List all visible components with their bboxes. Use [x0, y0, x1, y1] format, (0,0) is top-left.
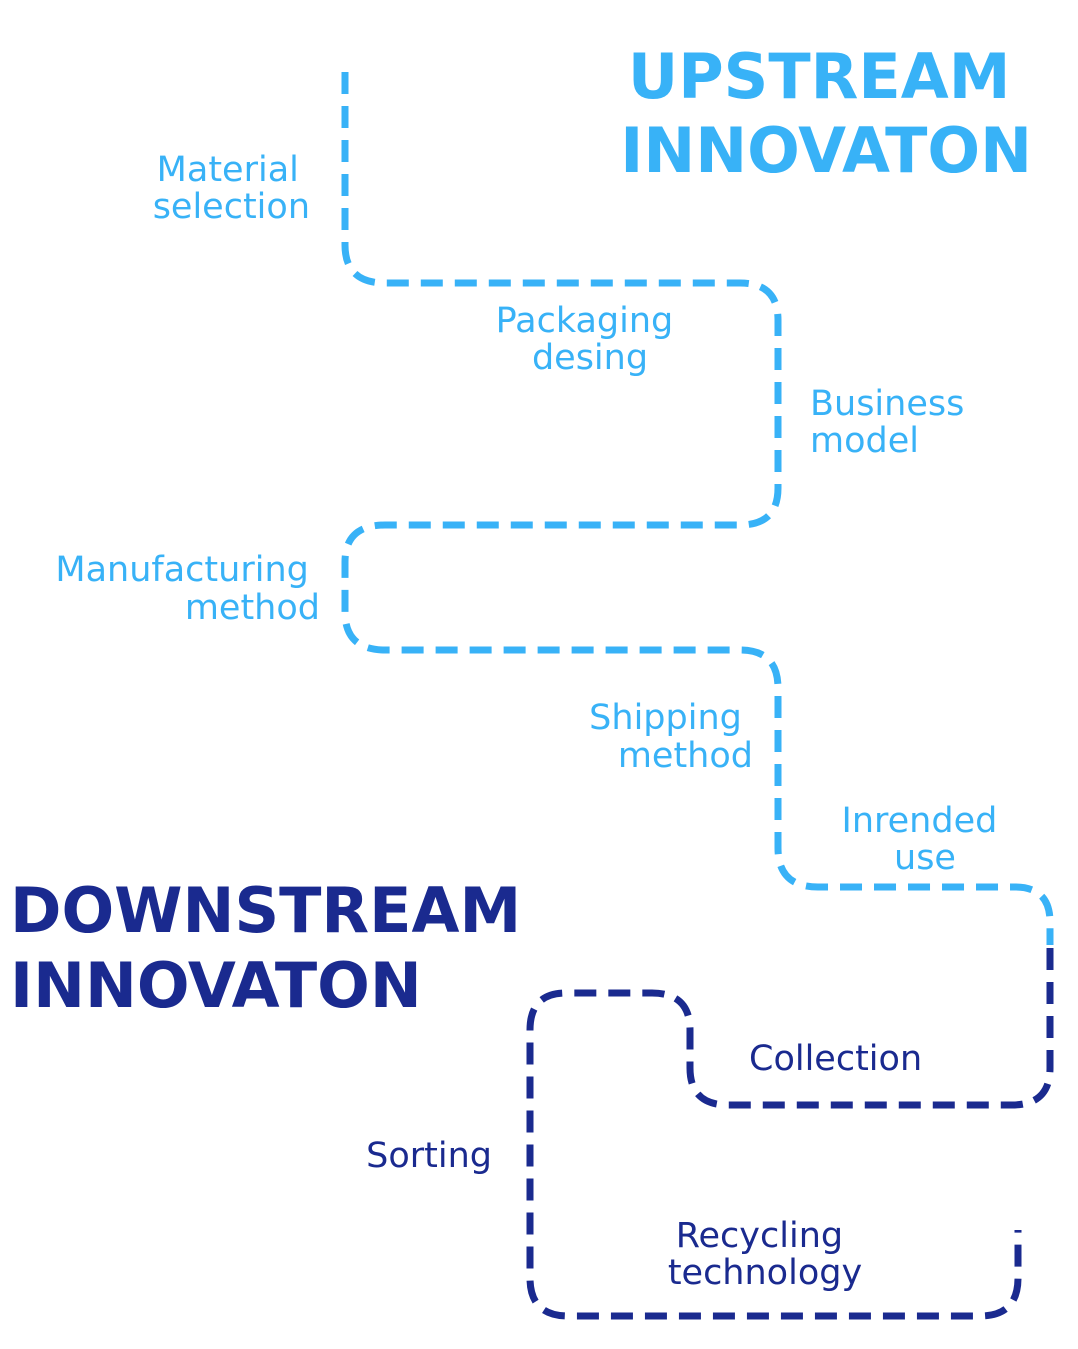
- stage-label-intended-use: Inrended use: [842, 801, 1009, 878]
- stage-label-packaging-design: Packaging desing: [496, 301, 685, 378]
- stage-label-manufacturing-method: Manufacturing method: [55, 550, 320, 628]
- upstream-flow-path: [341, 72, 1054, 945]
- stage-label-recycling-technology: Recycling technology: [668, 1216, 862, 1293]
- upstream-heading: UPSTREAM INNOVATON: [620, 40, 1032, 187]
- stage-label-material-selection: Material selection: [153, 150, 310, 227]
- stage-label-shipping-method: Shipping method: [589, 698, 753, 776]
- stage-label-business-model: Business model: [810, 384, 975, 461]
- downstream-heading: DOWNSTREAM INNOVATON: [10, 874, 543, 1022]
- stage-label-collection: Collection: [749, 1039, 922, 1079]
- stage-label-sorting: Sorting: [366, 1136, 492, 1176]
- downstream-flow-path: [526, 948, 1054, 1320]
